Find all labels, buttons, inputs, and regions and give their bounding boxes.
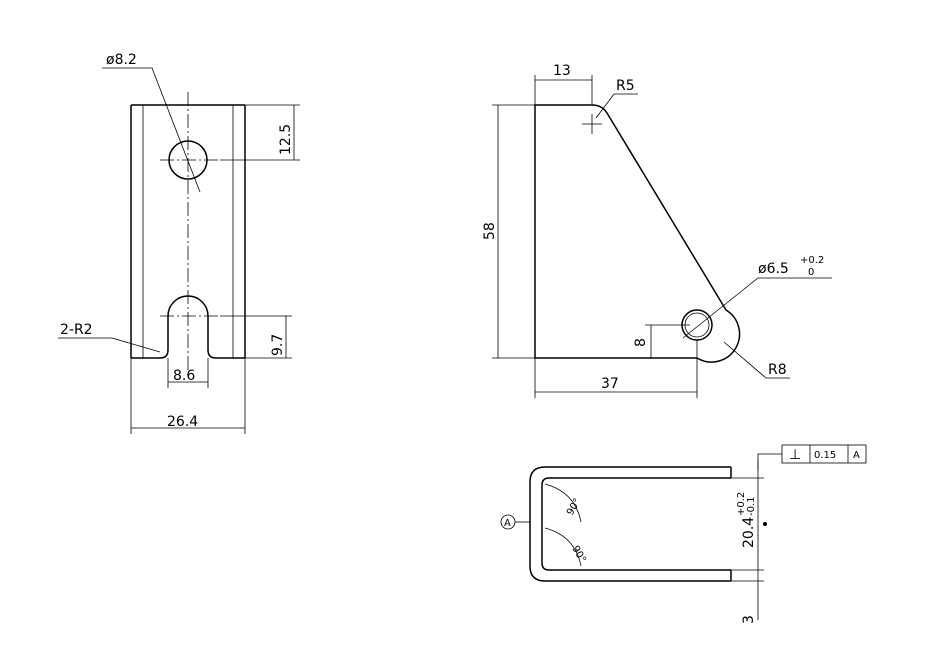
front-hole-dia-label: ø8.2: [106, 52, 137, 68]
front-width-label: 26.4: [167, 414, 198, 430]
bent-datum-label: A: [504, 518, 511, 529]
gdt-datum: A: [853, 450, 860, 461]
side-hole-height-label: 8: [633, 338, 649, 347]
side-top-radius-label: R5: [616, 78, 635, 94]
gdt-symbol: ⊥: [789, 447, 801, 463]
side-base-length-label: 37: [601, 376, 619, 392]
bent-angle-upper-label: 90°: [565, 497, 583, 518]
bent-angle-lower-label: 90°: [569, 544, 587, 565]
side-hole-tol-lower: 0: [808, 267, 814, 278]
side-view: [492, 75, 832, 398]
bent-view: [500, 444, 867, 620]
bent-gap-tol-upper: +0.2: [736, 492, 747, 516]
side-top-width-label: 13: [553, 63, 571, 79]
front-slot-height-label: 9.7: [270, 334, 286, 356]
side-bottom-radius-label: R8: [768, 362, 787, 378]
bent-gap-label: 20.4: [741, 517, 757, 548]
side-hole-tol-upper: +0.2: [800, 255, 824, 266]
bent-gap-tol-lower: -0.1: [746, 496, 757, 516]
front-slot-width-label: 8.6: [173, 368, 195, 384]
front-view: [58, 67, 300, 434]
bent-thickness-label: 3: [741, 615, 757, 624]
side-hole-dia-label: ø6.5: [758, 261, 789, 277]
side-height-label: 58: [482, 222, 498, 240]
front-top-offset-label: 12.5: [278, 124, 294, 155]
gdt-tolerance: 0.15: [814, 450, 836, 461]
front-corner-radius-label: 2-R2: [60, 322, 93, 338]
